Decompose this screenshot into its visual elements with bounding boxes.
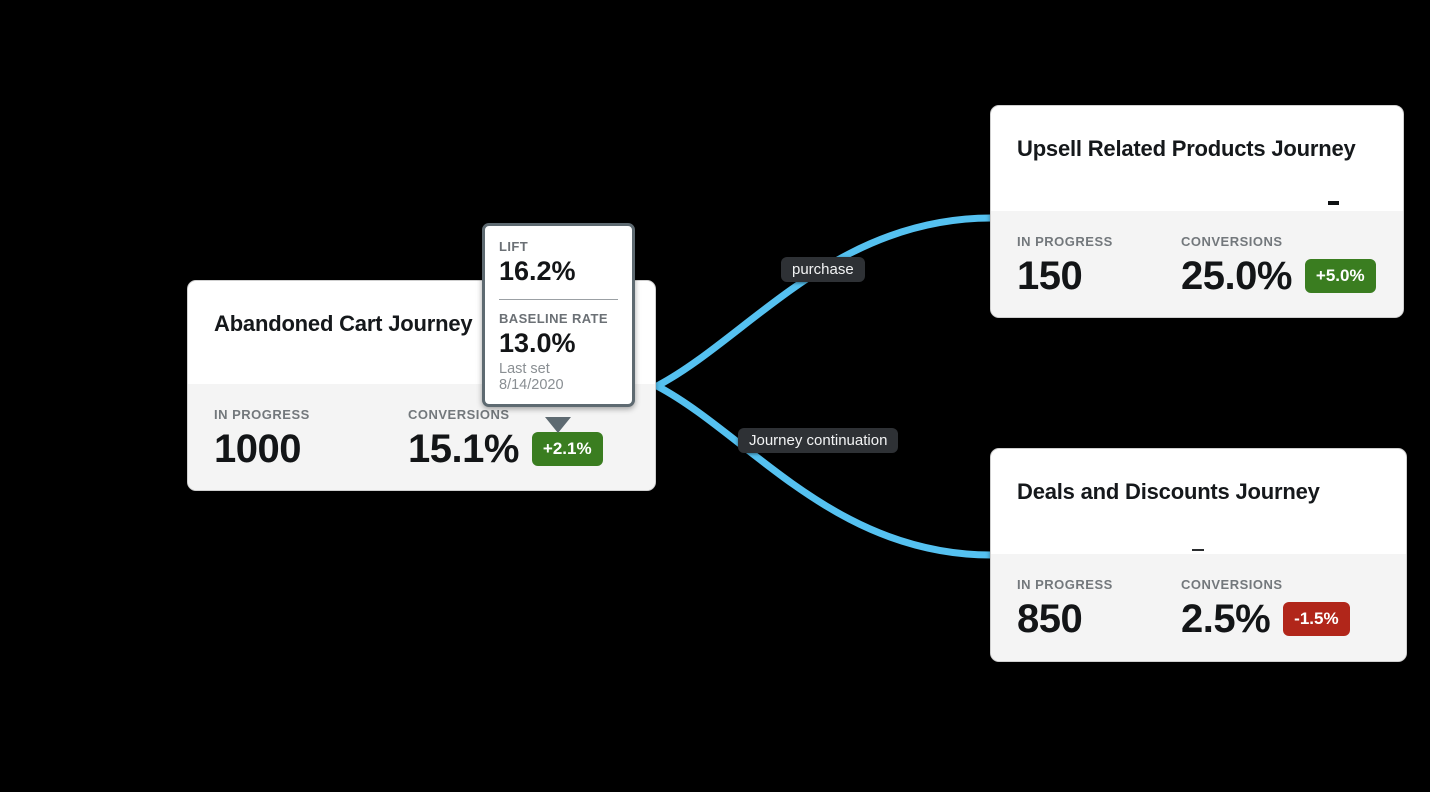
node-deals-and-discounts-journey[interactable]: Deals and Discounts Journey IN PROGRESS … xyxy=(990,448,1407,662)
conversions-label: CONVERSIONS xyxy=(1181,577,1283,592)
in-progress-value: 850 xyxy=(1017,597,1083,641)
lift-badge[interactable]: +5.0% xyxy=(1304,259,1376,293)
node-header: Upsell Related Products Journey xyxy=(991,106,1403,211)
in-progress-label: IN PROGRESS xyxy=(214,407,310,422)
lift-label: LIFT xyxy=(499,239,529,254)
baseline-last-set: Last set 8/14/2020 xyxy=(499,361,564,394)
node-stats: IN PROGRESS 850 CONVERSIONS 2.5% -1.5% xyxy=(991,554,1406,661)
edge-label-purchase[interactable]: purchase xyxy=(781,257,865,282)
tooltip-divider xyxy=(499,298,618,300)
in-progress-value: 150 xyxy=(1017,254,1083,298)
in-progress-label: IN PROGRESS xyxy=(1017,234,1113,249)
collapsed-indicator-dash xyxy=(1192,549,1204,551)
node-upsell-related-products-journey[interactable]: Upsell Related Products Journey IN PROGR… xyxy=(990,105,1404,318)
node-title: Upsell Related Products Journey xyxy=(1017,136,1356,161)
in-progress-value: 1000 xyxy=(214,427,301,471)
node-title: Deals and Discounts Journey xyxy=(1017,479,1320,504)
in-progress-stat: IN PROGRESS 850 xyxy=(1017,577,1181,639)
in-progress-stat: IN PROGRESS 150 xyxy=(1017,234,1181,296)
conversions-stat: CONVERSIONS 15.1% +2.1% xyxy=(408,407,603,469)
conversions-stat: CONVERSIONS 25.0% +5.0% xyxy=(1181,234,1376,296)
conversions-label: CONVERSIONS xyxy=(408,407,510,422)
lift-badge[interactable]: -1.5% xyxy=(1283,602,1350,636)
node-stats: IN PROGRESS 1000 CONVERSIONS 15.1% +2.1% xyxy=(188,384,655,490)
in-progress-stat: IN PROGRESS 1000 xyxy=(214,407,408,469)
collapsed-indicator-dash xyxy=(1328,201,1339,205)
conversions-stat: CONVERSIONS 2.5% -1.5% xyxy=(1181,577,1350,639)
edge-continuation-line[interactable] xyxy=(653,382,995,559)
conversions-value: 25.0% xyxy=(1181,254,1292,298)
node-header: Abandoned Cart Journey xyxy=(188,281,655,384)
node-title: Abandoned Cart Journey xyxy=(214,311,473,336)
in-progress-label: IN PROGRESS xyxy=(1017,577,1113,592)
conversions-value: 15.1% xyxy=(408,427,519,471)
tooltip-pointer-icon xyxy=(545,417,571,433)
lift-tooltip: LIFT 16.2% BASELINE RATE 13.0% Last set … xyxy=(482,223,635,408)
lift-value: 16.2% xyxy=(499,256,576,286)
node-stats: IN PROGRESS 150 CONVERSIONS 25.0% +5.0% xyxy=(991,211,1403,317)
baseline-rate-value: 13.0% xyxy=(499,327,576,358)
node-header: Deals and Discounts Journey xyxy=(991,449,1406,554)
lift-badge[interactable]: +2.1% xyxy=(531,432,603,466)
edge-label-journey-continuation[interactable]: Journey continuation xyxy=(738,428,899,453)
conversions-label: CONVERSIONS xyxy=(1181,234,1283,249)
edge-purchase-line[interactable] xyxy=(653,214,995,390)
baseline-rate-label: BASELINE RATE xyxy=(499,310,608,326)
conversions-value: 2.5% xyxy=(1181,597,1271,641)
